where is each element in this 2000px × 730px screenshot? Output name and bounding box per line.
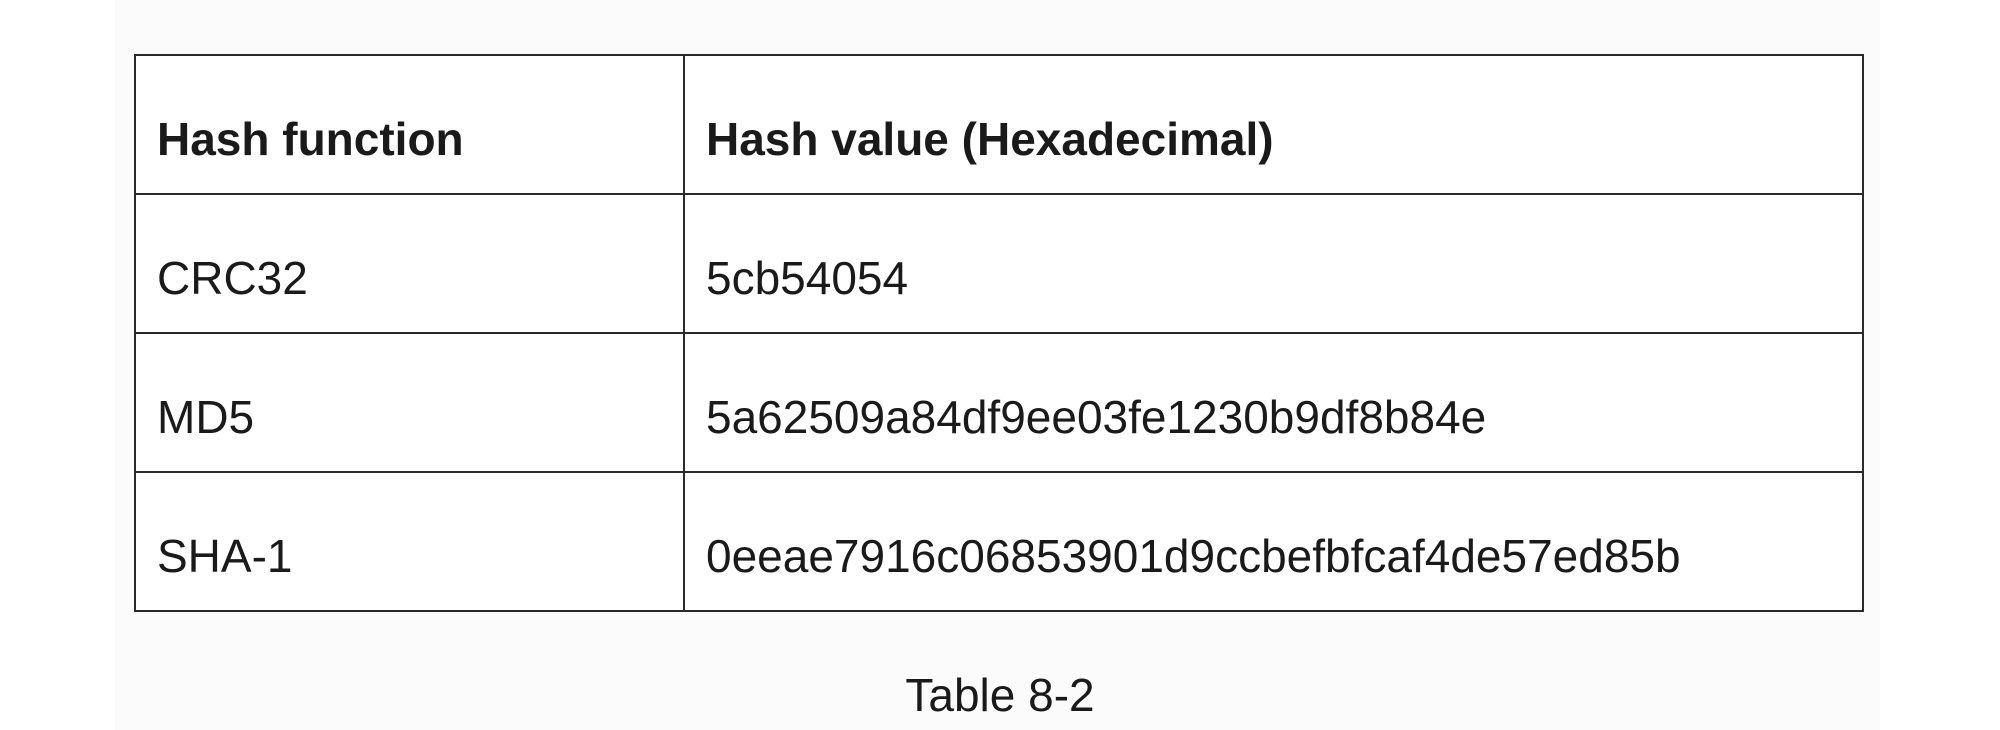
hash-function-cell: MD5 <box>134 332 685 473</box>
table-row: SHA-1 0eeae7916c06853901d9ccbefbfcaf4de5… <box>134 471 1864 612</box>
table-header: Hash function Hash value (Hexadecimal) <box>134 54 1864 195</box>
table-row: MD5 5a62509a84df9ee03fe1230b9df8b84e <box>134 332 1864 473</box>
hash-value-cell: 5cb54054 <box>683 193 1864 334</box>
table-row: CRC32 5cb54054 <box>134 193 1864 334</box>
header-hash-value: Hash value (Hexadecimal) <box>683 54 1864 195</box>
header-row: Hash function Hash value (Hexadecimal) <box>134 54 1864 195</box>
hash-function-cell: SHA-1 <box>134 471 685 612</box>
table-caption: Table 8-2 <box>905 669 1095 721</box>
hash-function-cell: CRC32 <box>134 193 685 334</box>
table-body: CRC32 5cb54054 MD5 5a62509a84df9ee03fe12… <box>134 193 1864 612</box>
hash-table: Hash function Hash value (Hexadecimal) C… <box>134 54 1864 612</box>
hash-value-cell: 0eeae7916c06853901d9ccbefbfcaf4de57ed85b <box>683 471 1864 612</box>
hash-value-cell: 5a62509a84df9ee03fe1230b9df8b84e <box>683 332 1864 473</box>
header-hash-function: Hash function <box>134 54 685 195</box>
